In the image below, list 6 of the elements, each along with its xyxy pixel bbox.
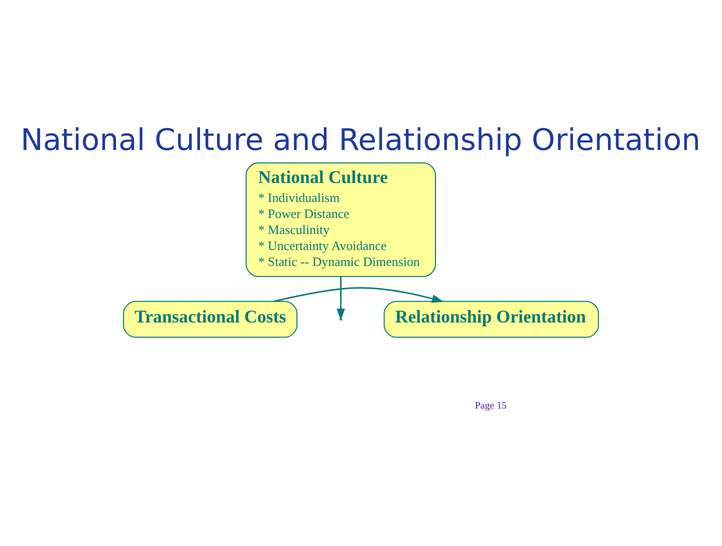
label: Page 15 xyxy=(474,400,507,412)
node-box: Transactional Costs xyxy=(123,300,298,338)
diagram-title: National Culture and Relationship Orientation xyxy=(20,122,700,158)
arrow xyxy=(274,287,444,303)
node-box: National Culture * Individualism * Power Distance * Masculinity * Uncertainty Avoidance * Static -- Dynamic Dimension xyxy=(246,162,436,277)
node-box: Relationship Orientation xyxy=(384,300,599,338)
